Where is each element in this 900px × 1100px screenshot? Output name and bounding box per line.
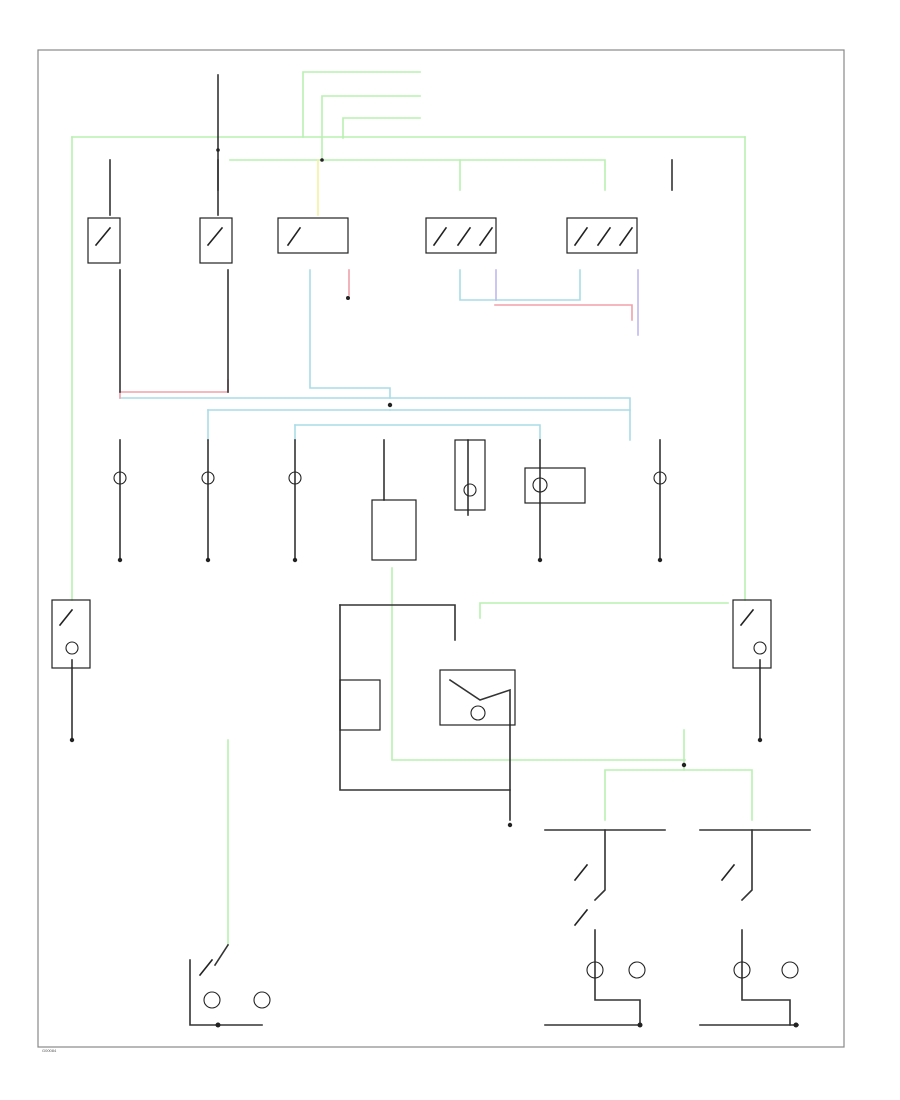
lamps <box>65 471 799 1009</box>
relay-switches <box>51 217 772 977</box>
diagram-frame <box>37 49 845 1048</box>
ground-points <box>69 148 799 1028</box>
light-green-wires <box>71 71 753 946</box>
footer-code: G00084 <box>42 1048 57 1053</box>
light-blue-wires <box>119 269 631 441</box>
black-wires <box>71 74 811 1026</box>
pink-red-wires <box>119 269 633 399</box>
violet-wires <box>495 269 639 336</box>
